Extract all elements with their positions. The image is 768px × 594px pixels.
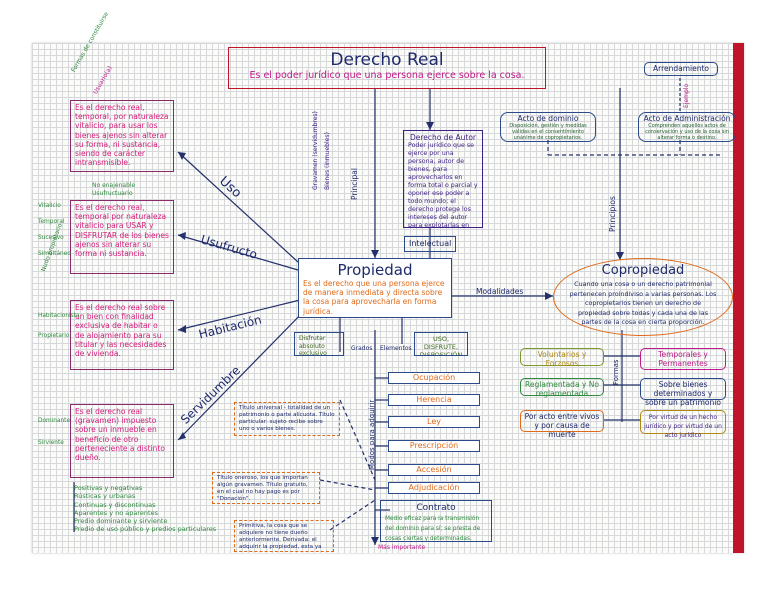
propiedad-text: Es el derecho que una persona ejerce de … — [303, 279, 445, 316]
forma-item-text: Voluntarios y Forzosos — [537, 350, 587, 368]
serv-type-item: Predio de uso público y predios particul… — [74, 525, 217, 534]
elementos-note-text: USO, DISFRUTE, DISPOSICIÓN — [419, 335, 463, 356]
paper-edge-strip — [733, 43, 744, 553]
link-grados: Grados — [351, 345, 373, 352]
grados-note: Disfrutar absoluto exclusivo perpetuo — [294, 332, 344, 356]
side-item: Sirviente — [38, 440, 64, 446]
usufructo-definition-text: Es el derecho real, temporal por natural… — [75, 203, 169, 259]
elementos-note: USO, DISFRUTE, DISPOSICIÓN — [414, 332, 468, 356]
side-item: Habitacionista — [38, 313, 80, 319]
acto-dominio-text: Disposición, gestión y medidas válidas e… — [509, 123, 587, 141]
ejemplo-label: Ejemplo — [683, 83, 690, 108]
page-subtitle: Es el poder jurídico que una persona eje… — [249, 70, 525, 81]
copropiedad-box: Copropiedad Cuando una cosa o un derecho… — [553, 258, 733, 336]
title-box: Derecho Real Es el poder jurídico que un… — [228, 47, 546, 89]
side-item: Temporal — [38, 219, 65, 225]
modo-accesion: Accesión — [388, 464, 480, 476]
titulo-note-text: Título universal - totalidad de un patri… — [239, 405, 335, 432]
vertical-note-gravamen: Gravamen (servidumbres) — [312, 111, 319, 190]
side-item: Propietario — [38, 333, 70, 339]
modo-ocupacion: Ocupación — [388, 372, 480, 384]
arrendamiento-box: Arrendamiento — [644, 62, 718, 76]
acto-admin-title: Acto de Administración — [643, 114, 731, 123]
propiedad-title: Propiedad — [337, 261, 413, 279]
contrato-text: Medio eficaz para la transmisión del dom… — [385, 516, 481, 542]
propiedad-box: Propiedad Es el derecho que una persona … — [298, 258, 452, 318]
forma-entre-vivos: Por acto entre vivos y por causa de muer… — [520, 410, 604, 439]
acto-dominio-title: Acto de dominio — [517, 114, 579, 123]
side-item: Dominante — [38, 418, 71, 424]
grados-note-text: Disfrutar absoluto exclusivo perpetuo — [299, 335, 327, 356]
contrato-box: Contrato Medio eficaz para la transmisió… — [380, 500, 492, 542]
modo-ley: Ley — [388, 416, 480, 428]
derecho-autor-box: Derecho de Autor Poder jurídico que se e… — [403, 130, 483, 228]
forma-reglamentada: Reglamentada y No reglamentada — [520, 378, 604, 398]
modo-prescripcion: Prescripción — [388, 440, 480, 452]
acto-admin-text: Comprenden aquellos actos de conservació… — [645, 123, 729, 141]
line-servidumbre — [177, 304, 311, 441]
forma-hecho-juridico: Por virtud de un hecho jurídico y por vi… — [640, 410, 726, 439]
derecho-autor-text: Poder jurídico que se ejerce por una per… — [408, 142, 478, 228]
copropiedad-text: Cuando una cosa o un derecho patrimonial… — [569, 280, 717, 327]
line-habitacion — [177, 299, 301, 331]
servidumbre-side-list: Dominante Sirviente — [38, 410, 70, 454]
link-modalidades: Modalidades — [476, 287, 524, 296]
serv-type-item: Predio dominante y sirviente — [74, 517, 168, 526]
arrendamiento-label: Arrendamiento — [652, 64, 709, 73]
servidumbre-definition: Es el derecho real (gravamen) impuesto s… — [70, 404, 174, 478]
link-modos: Modos para adquirir — [368, 399, 376, 470]
serv-type-item: Aparentes y no aparentes — [74, 508, 158, 517]
forma-temporales: Temporales y Permanentes — [640, 348, 726, 370]
derecho-autor-title: Derecho de Autor — [409, 133, 477, 142]
serv-type-item: Positivas y negativas — [74, 484, 143, 492]
usufructo-tag-usufructuario: Usufructuario — [92, 190, 133, 197]
forma-item-text: Reglamentada y No reglamentada — [525, 380, 599, 398]
forma-item-text: Sobre bienes determinados y sobre un pat… — [645, 380, 721, 407]
usufructo-side-list: Vitalicio Temporal Sucesivo Simultáneo — [38, 198, 71, 262]
serv-type-item: Rústicas y urbanas — [74, 492, 136, 501]
originaria-note-text: Primitiva, la cosa que se adquiere no ti… — [239, 523, 322, 550]
serv-type-item: Continuas y discontinuas — [74, 500, 156, 509]
link-principal: Principal — [350, 168, 359, 200]
contrato-title: Contrato — [416, 503, 456, 513]
line-usufructo — [177, 234, 299, 271]
forma-item-text: Por virtud de un hecho jurídico y por vi… — [644, 414, 722, 439]
line-uso — [177, 151, 299, 263]
usufructo-tag-noenajenable: No enajenable — [92, 182, 136, 189]
copropiedad-title: Copropiedad — [601, 263, 685, 278]
habitacion-side-list: Habitacionista Propietario — [38, 306, 80, 346]
side-item: Simultáneo — [38, 251, 71, 257]
intelectual-label: Intelectual — [409, 239, 452, 248]
forma-item-text: Por acto entre vivos y por causa de muer… — [524, 412, 600, 439]
habitacion-definition: Es el derecho real sobre un bien con fin… — [70, 300, 174, 370]
vertical-note-bienes: Bienes (inmuebles) — [324, 132, 331, 190]
side-item: Vitalicio — [38, 203, 61, 209]
link-formas: Formas — [612, 359, 620, 385]
acto-admin-box: Acto de Administración Comprenden aquell… — [638, 112, 736, 142]
link-elementos: Elementos — [380, 345, 412, 352]
oneroso-note-text: Título oneroso, los que importan algún g… — [217, 475, 308, 502]
page-title: Derecho Real — [330, 50, 444, 70]
titulo-note: Título universal - totalidad de un patri… — [234, 402, 340, 436]
link-principios: Principios — [608, 196, 617, 232]
side-item: Sucesivo — [38, 235, 64, 241]
servidumbre-definition-text: Es el derecho real (gravamen) impuesto s… — [75, 407, 165, 463]
oneroso-note: Título oneroso, los que importan algún g… — [212, 472, 320, 504]
uso-definition-text: Es el derecho real, temporal, por natura… — [75, 103, 169, 168]
forma-item-text: Temporales y Permanentes — [658, 350, 708, 368]
originaria-note: Primitiva, la cosa que se adquiere no ti… — [234, 520, 334, 552]
acto-dominio-box: Acto de dominio Disposición, gestión y m… — [500, 112, 596, 142]
link-mas-importante: Más importante — [378, 544, 426, 551]
modo-herencia: Herencia — [388, 394, 480, 406]
intelectual-box: Intelectual — [404, 236, 456, 252]
forma-sobre-bienes: Sobre bienes determinados y sobre un pat… — [640, 378, 726, 407]
modo-adjudicacion: Adjudicación — [388, 482, 480, 494]
habitacion-definition-text: Es el derecho real sobre un bien con fin… — [75, 303, 167, 359]
forma-voluntarios: Voluntarios y Forzosos — [520, 348, 604, 368]
servidumbre-types: Positivas y negativas Rústicas y urbanas… — [74, 484, 216, 534]
uso-definition: Es el derecho real, temporal, por natura… — [70, 100, 174, 172]
usufructo-definition: Es el derecho real, temporal por natural… — [70, 200, 174, 274]
